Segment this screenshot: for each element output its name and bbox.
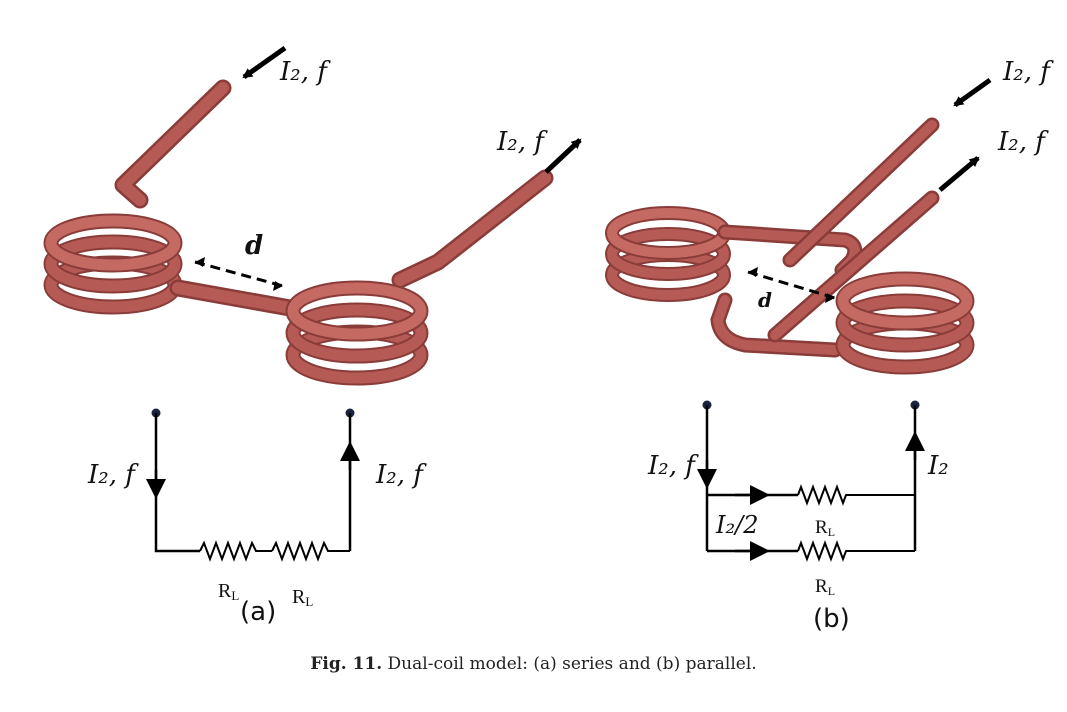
input-current-label-a: I₂, f (279, 57, 331, 87)
output-arrow-b (938, 156, 980, 192)
svg-text:RL: RL (815, 576, 835, 598)
resistor-a-2-sub: L (305, 594, 313, 609)
right-coil-b (835, 271, 975, 375)
circuit-b-right-label: I₂ (927, 451, 949, 481)
resistor-a-1 (199, 540, 272, 562)
resistor-b-1-label: R (815, 517, 828, 538)
resistor-a-2 (271, 540, 350, 562)
parallel-coil-model: d I₂, f I₂, f (605, 57, 1054, 375)
circuit-a-left-label: I₂, f (87, 460, 139, 490)
output-current-label-b: I₂, f (997, 127, 1049, 157)
resistor-b-2-label: R (815, 576, 828, 597)
svg-text:RL: RL (218, 580, 239, 603)
distance-label-b: d (758, 288, 772, 312)
input-arrow-a (242, 45, 287, 80)
output-current-label-a: I₂, f (496, 127, 548, 157)
right-coil-a (285, 280, 429, 386)
input-arrow-b (953, 77, 992, 108)
circuit-a-right-label: I₂, f (375, 460, 427, 490)
half-current-label: I₂/2 (715, 511, 758, 539)
panel-b-label: (b) (813, 604, 850, 634)
resistor-b-2-sub: L (828, 584, 835, 598)
distance-arrow-a (194, 260, 284, 288)
parallel-circuit: I₂, f I₂ I₂/2 RL RL (b) (647, 400, 949, 634)
resistor-a-2-label: R (292, 586, 306, 608)
right-lead-a (394, 172, 551, 286)
distance-label-a: d (245, 231, 263, 261)
resistor-b-2 (797, 540, 915, 562)
resistor-a-1-label: R (218, 580, 232, 602)
connector-a (172, 282, 296, 314)
caption-prefix: Fig. 11. (310, 654, 383, 674)
caption-text: Dual-coil model: (a) series and (b) para… (387, 654, 757, 674)
svg-text:RL: RL (292, 586, 313, 609)
left-coil-a (43, 213, 183, 315)
resistor-b-1 (797, 484, 915, 506)
series-circuit: I₂, f I₂, f RL RL (a) (87, 408, 427, 627)
panel-a-label: (a) (240, 597, 276, 627)
series-coil-model: d I₂, f I₂, f (43, 45, 582, 386)
input-current-label-b: I₂, f (1002, 57, 1054, 87)
figure-caption: Fig. 11. Dual-coil model: (a) series and… (0, 654, 1067, 674)
resistor-a-1-sub: L (231, 588, 239, 603)
lead-in-b (785, 120, 937, 265)
svg-text:RL: RL (815, 517, 835, 539)
resistor-b-1-sub: L (828, 525, 835, 539)
left-coil-b (605, 206, 731, 302)
output-arrow-a (544, 138, 582, 174)
lead-out-b (770, 193, 937, 340)
circuit-b-left-label: I₂, f (647, 451, 699, 481)
